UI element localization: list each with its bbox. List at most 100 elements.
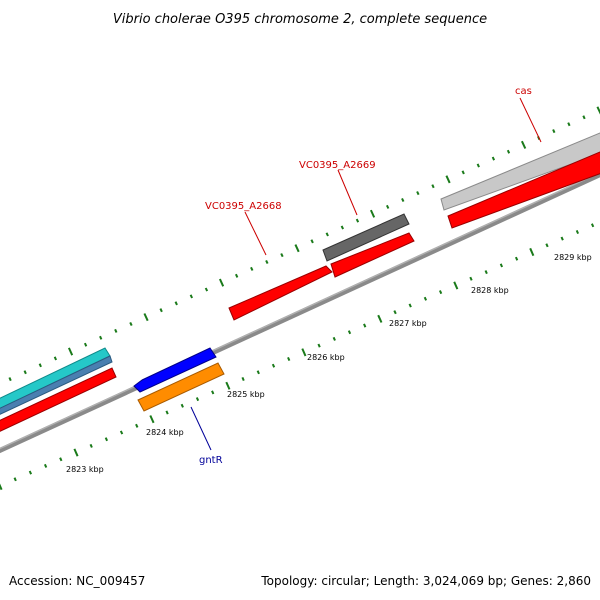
scale-tick <box>393 310 397 315</box>
gene-label-vc0395-a2669[interactable]: VC0395_A2669 <box>299 160 376 171</box>
outer-tick <box>99 335 103 340</box>
scale-tick <box>241 376 245 382</box>
scale-label-2827: 2827 kbp <box>389 319 427 328</box>
outer-tick <box>250 266 254 271</box>
gene-label-cas[interactable]: cas <box>515 86 532 97</box>
scale-tick <box>119 430 124 435</box>
scale-tick <box>545 243 549 248</box>
scale-tick <box>301 348 307 357</box>
scale-tick <box>149 415 155 424</box>
gene-gray-light-cas[interactable] <box>440 132 600 211</box>
outer-tick <box>431 184 435 189</box>
scale-tick <box>560 236 564 241</box>
gene-blue[interactable] <box>133 347 217 393</box>
outer-tick <box>340 225 345 230</box>
scale-label-2829: 2829 kbp <box>554 253 592 262</box>
scale-tick <box>469 276 473 281</box>
gene-red-vc0395-a2668[interactable] <box>228 265 333 321</box>
scale-tick <box>135 423 139 428</box>
scale-label-2828: 2828 kbp <box>471 286 509 295</box>
outer-tick <box>129 321 133 327</box>
outer-tick <box>476 163 480 168</box>
scale-tick <box>180 403 184 408</box>
scale-tick <box>271 363 276 368</box>
scale-tick <box>287 356 291 362</box>
outer-tick <box>445 175 451 184</box>
scale-tick <box>256 370 260 375</box>
outer-tick <box>385 204 390 209</box>
outer-tick <box>325 232 329 237</box>
scale-tick <box>104 437 109 442</box>
scale-label-2825: 2825 kbp <box>227 390 265 399</box>
scale-tick <box>438 290 443 295</box>
outer-tick <box>67 347 74 356</box>
scale-tick-marks <box>0 223 595 491</box>
outer-tick <box>310 239 314 244</box>
scale-tick <box>590 223 595 228</box>
gene-red-vc0395-a2669[interactable] <box>330 232 415 278</box>
leader-line-cas <box>519 97 542 143</box>
leader-line-vc0395-a2669 <box>337 169 358 216</box>
gene-label-gntr[interactable]: gntR <box>199 455 223 466</box>
map-title: Vibrio cholerae O395 chromosome 2, compl… <box>113 12 487 27</box>
slate-feature[interactable] <box>0 355 113 419</box>
gene-label-vc0395-a2668[interactable]: VC0395_A2668 <box>205 201 282 212</box>
gene-red-right[interactable] <box>447 151 600 229</box>
backbone-line <box>0 171 600 454</box>
outer-tick <box>159 308 163 313</box>
scale-tick <box>423 296 428 301</box>
accession-text: Accession: NC_009457 <box>9 574 145 588</box>
scale-tick <box>225 381 231 390</box>
scale-tick <box>347 330 352 335</box>
scale-tick <box>211 390 215 395</box>
scale-tick <box>73 448 79 457</box>
outer-tick <box>552 129 556 134</box>
outer-tick <box>114 328 118 333</box>
outer-tick <box>234 273 239 278</box>
outer-tick <box>280 253 284 258</box>
scale-tick <box>499 263 504 268</box>
gene-red-left[interactable] <box>0 367 117 436</box>
scale-label-2826: 2826 kbp <box>307 353 345 362</box>
scale-tick <box>89 443 93 448</box>
outer-tick <box>174 301 178 306</box>
leader-line-gntr <box>190 406 212 451</box>
outer-tick <box>506 149 511 154</box>
outer-tick <box>567 122 571 127</box>
scale-tick <box>514 256 519 261</box>
scale-tick <box>28 470 33 475</box>
scale-tick <box>363 323 367 328</box>
outer-tick-marks <box>8 106 600 382</box>
summary-text: Topology: circular; Length: 3,024,069 bp… <box>260 574 591 588</box>
scale-tick <box>195 397 200 402</box>
scale-tick <box>453 281 459 290</box>
gene-orange-gntr[interactable] <box>137 362 225 412</box>
outer-tick <box>143 313 149 322</box>
outer-tick <box>265 259 269 265</box>
outer-tick <box>596 106 600 115</box>
outer-tick <box>218 278 225 287</box>
gene-gray-dark[interactable] <box>322 213 410 262</box>
scale-tick <box>408 303 412 308</box>
outer-tick <box>294 244 300 253</box>
outer-tick <box>401 197 405 203</box>
outer-tick <box>355 218 360 223</box>
outer-tick <box>491 156 496 161</box>
outer-tick <box>416 191 420 196</box>
scale-tick <box>332 336 336 341</box>
scale-tick <box>317 343 321 348</box>
outer-tick <box>582 115 586 120</box>
outer-tick <box>8 377 12 382</box>
outer-tick <box>83 342 88 347</box>
scale-tick <box>43 463 48 468</box>
outer-tick <box>189 294 194 299</box>
outer-tick <box>23 370 27 375</box>
outer-tick <box>38 363 42 368</box>
scale-label-2823: 2823 kbp <box>66 465 104 474</box>
scale-tick <box>0 483 3 491</box>
scale-tick <box>575 229 580 235</box>
scale-tick <box>13 477 17 482</box>
scale-label-2824: 2824 kbp <box>146 428 184 437</box>
scale-tick <box>529 247 535 257</box>
